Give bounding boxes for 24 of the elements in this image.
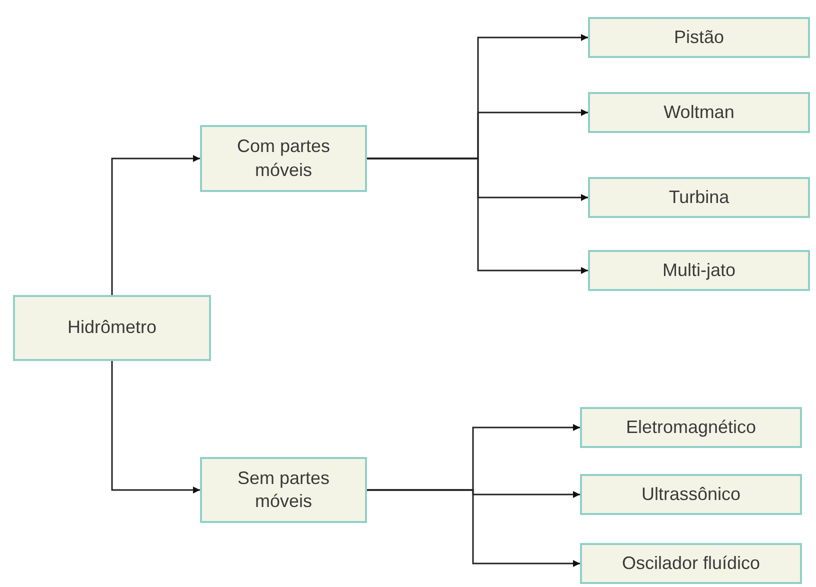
node-label: Eletromagnético: [626, 416, 756, 439]
node-label: Oscilador fluídico: [622, 552, 760, 575]
node-label: Com partes móveis: [236, 135, 332, 182]
arrow: [111, 155, 200, 295]
category-box: [588, 250, 810, 291]
arrow: [367, 158, 588, 274]
arrow: [111, 361, 200, 494]
node-label: Turbina: [668, 186, 730, 209]
node-label: Pistão: [674, 26, 724, 49]
category-box: [588, 92, 810, 133]
category-box: [580, 407, 802, 448]
category-box: [580, 474, 802, 515]
node-label: Sem partes móveis: [236, 466, 331, 513]
node-label: Multi-jato: [662, 258, 736, 282]
category-box: [200, 457, 367, 523]
arrow: [367, 489, 580, 567]
category-box: [200, 125, 367, 192]
node-label: Woltman: [664, 100, 734, 124]
category-box: [580, 543, 802, 584]
category-box: [588, 177, 810, 218]
category-box: [588, 17, 810, 58]
node-label: Ultrassônico: [641, 482, 741, 506]
node-label: Hidrômetro: [67, 316, 157, 340]
category-box: [13, 295, 211, 361]
